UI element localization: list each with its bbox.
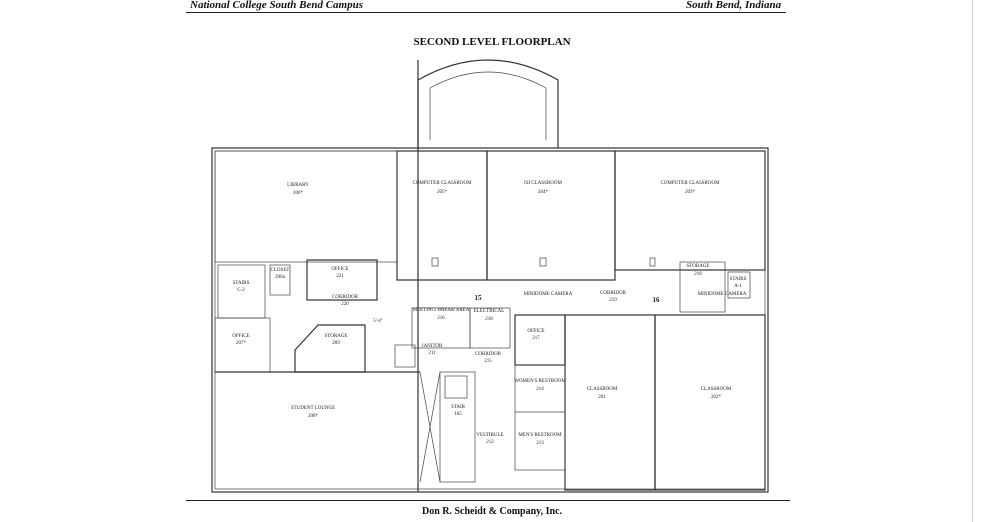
camera-marker-16: 16 (653, 296, 661, 304)
room-walls (214, 150, 766, 491)
svg-text:OFFICE: OFFICE (232, 334, 249, 339)
svg-text:CLASSROOM: CLASSROOM (587, 387, 618, 392)
room-office-221: OFFICE 221 (331, 267, 348, 279)
room-closet: CLOSET 206a (271, 268, 290, 280)
svg-text:211: 211 (428, 351, 436, 356)
svg-text:216: 216 (437, 316, 445, 321)
dimension-label: 5'-4" (373, 319, 383, 324)
svg-text:STAIRS: STAIRS (233, 281, 250, 286)
room-stair: STAIR 165 (451, 405, 466, 417)
svg-text:STAIR: STAIR (451, 405, 466, 410)
page-title: SECOND LEVEL FLOORPLAN (413, 36, 571, 48)
svg-text:CLOSET: CLOSET (271, 268, 290, 273)
svg-text:JANITOR: JANITOR (422, 344, 443, 349)
room-corridor-219: CORRIDOR 219 (600, 291, 627, 303)
room-library: LIBRARY 206* (287, 183, 309, 196)
camera-marker-15: 15 (475, 294, 483, 302)
footer-company: Don R. Scheidt & Company, Inc. (421, 506, 563, 517)
svg-text:COMPUTER CLASSROOM: COMPUTER CLASSROOM (660, 181, 720, 186)
svg-text:COMPUTER CLASSROOM: COMPUTER CLASSROOM (412, 181, 472, 186)
svg-text:CORRIDOR: CORRIDOR (600, 291, 627, 296)
svg-text:CORRIDOR: CORRIDOR (332, 295, 359, 300)
svg-text:213: 213 (536, 441, 544, 446)
svg-text:A-1: A-1 (734, 284, 742, 289)
svg-text:217: 217 (532, 336, 540, 341)
svg-text:OFFICE: OFFICE (331, 267, 348, 272)
svg-text:MEETING/ BREAK AREA: MEETING/ BREAK AREA (413, 308, 470, 313)
svg-text:214: 214 (536, 387, 544, 392)
svg-text:208*: 208* (308, 414, 319, 419)
svg-text:207*: 207* (236, 341, 247, 346)
header-campus-name: National College South Bend Campus (190, 0, 363, 11)
svg-text:CLASSROOM: CLASSROOM (701, 387, 732, 392)
room-computer-classroom-203: COMPUTER CLASSROOM 203* (660, 181, 720, 195)
room-classroom-202: CLASSROOM 202* (701, 387, 732, 400)
svg-text:MEN'S RESTROOM: MEN'S RESTROOM (518, 433, 562, 438)
svg-text:218: 218 (694, 272, 702, 277)
room-office-217: OFFICE 217 (527, 329, 544, 341)
svg-text:LIBRARY: LIBRARY (287, 183, 309, 188)
svg-text:C-2: C-2 (237, 288, 245, 293)
room-electrical: ELECTRICAL 218 (474, 309, 505, 322)
svg-text:204*: 204* (538, 190, 549, 195)
page-edge (972, 0, 973, 522)
svg-text:WOMEN'S RESTROOM: WOMEN'S RESTROOM (514, 379, 566, 384)
room-vestibule: VESTIBULE 212 (476, 433, 503, 445)
svg-text:165: 165 (454, 412, 462, 417)
room-computer-classroom-205: COMPUTER CLASSROOM 205* (412, 181, 472, 195)
svg-text:STAIRS: STAIRS (730, 277, 747, 282)
svg-text:ELECTRICAL: ELECTRICAL (474, 309, 505, 314)
room-womens-restroom: WOMEN'S RESTROOM 214 (514, 379, 566, 392)
svg-text:221: 221 (336, 274, 344, 279)
svg-text:MINIDOME CAMERA: MINIDOME CAMERA (524, 292, 573, 297)
svg-text:206*: 206* (293, 191, 304, 196)
room-stairs-a1: STAIRS A-1 (730, 277, 747, 289)
svg-text:220: 220 (341, 302, 349, 307)
svg-text:STORAGE: STORAGE (687, 264, 710, 269)
room-stairs-c2: STAIRS C-2 (233, 281, 250, 293)
label-minidome-camera: MINIDOME CAMERA (524, 292, 573, 297)
room-isi-classroom-204: ISI CLASSROOM 204* (524, 181, 562, 195)
svg-text:215: 215 (484, 359, 492, 364)
room-mens-restroom: MEN'S RESTROOM 213 (518, 433, 562, 446)
svg-text:VESTIBULE: VESTIBULE (476, 433, 503, 438)
dome-wall (417, 59, 559, 148)
svg-text:201: 201 (598, 395, 606, 400)
footer-rule (186, 500, 790, 501)
room-student-lounge: STUDENT LOUNGE 208* (291, 406, 336, 419)
svg-text:206a: 206a (275, 275, 286, 280)
svg-text:CORRIDOR: CORRIDOR (475, 352, 502, 357)
header-rule (186, 12, 786, 13)
svg-text:203*: 203* (685, 190, 696, 195)
svg-text:205*: 205* (437, 190, 448, 195)
svg-text:OFFICE: OFFICE (527, 329, 544, 334)
svg-text:209: 209 (332, 341, 340, 346)
svg-text:MINIDOME CAMERA: MINIDOME CAMERA (698, 292, 747, 297)
room-meeting-break-area: MEETING/ BREAK AREA 216 (413, 308, 470, 321)
svg-text:STORAGE: STORAGE (325, 334, 348, 339)
room-office-207: OFFICE 207* (232, 334, 249, 346)
svg-text:219: 219 (609, 298, 617, 303)
room-janitor: JANITOR 211 (422, 344, 443, 356)
label-minidome-camera-2: MINIDOME CAMERA (698, 292, 747, 297)
svg-text:ISI CLASSROOM: ISI CLASSROOM (524, 181, 562, 186)
svg-text:STUDENT LOUNGE: STUDENT LOUNGE (291, 406, 336, 411)
building-outline (211, 147, 769, 493)
room-classroom-201: CLASSROOM 201 (587, 387, 618, 400)
room-storage-209: STORAGE 209 (325, 334, 348, 346)
svg-text:212: 212 (486, 440, 494, 445)
room-storage-218: STORAGE 218 (687, 264, 710, 277)
header-location: South Bend, Indiana (686, 0, 782, 11)
svg-text:202*: 202* (711, 395, 722, 400)
dome-inner (429, 71, 547, 140)
room-corridor-215: CORRIDOR 215 (475, 352, 502, 364)
svg-text:218: 218 (485, 317, 493, 322)
room-corridor-220: CORRIDOR 220 (332, 295, 359, 307)
